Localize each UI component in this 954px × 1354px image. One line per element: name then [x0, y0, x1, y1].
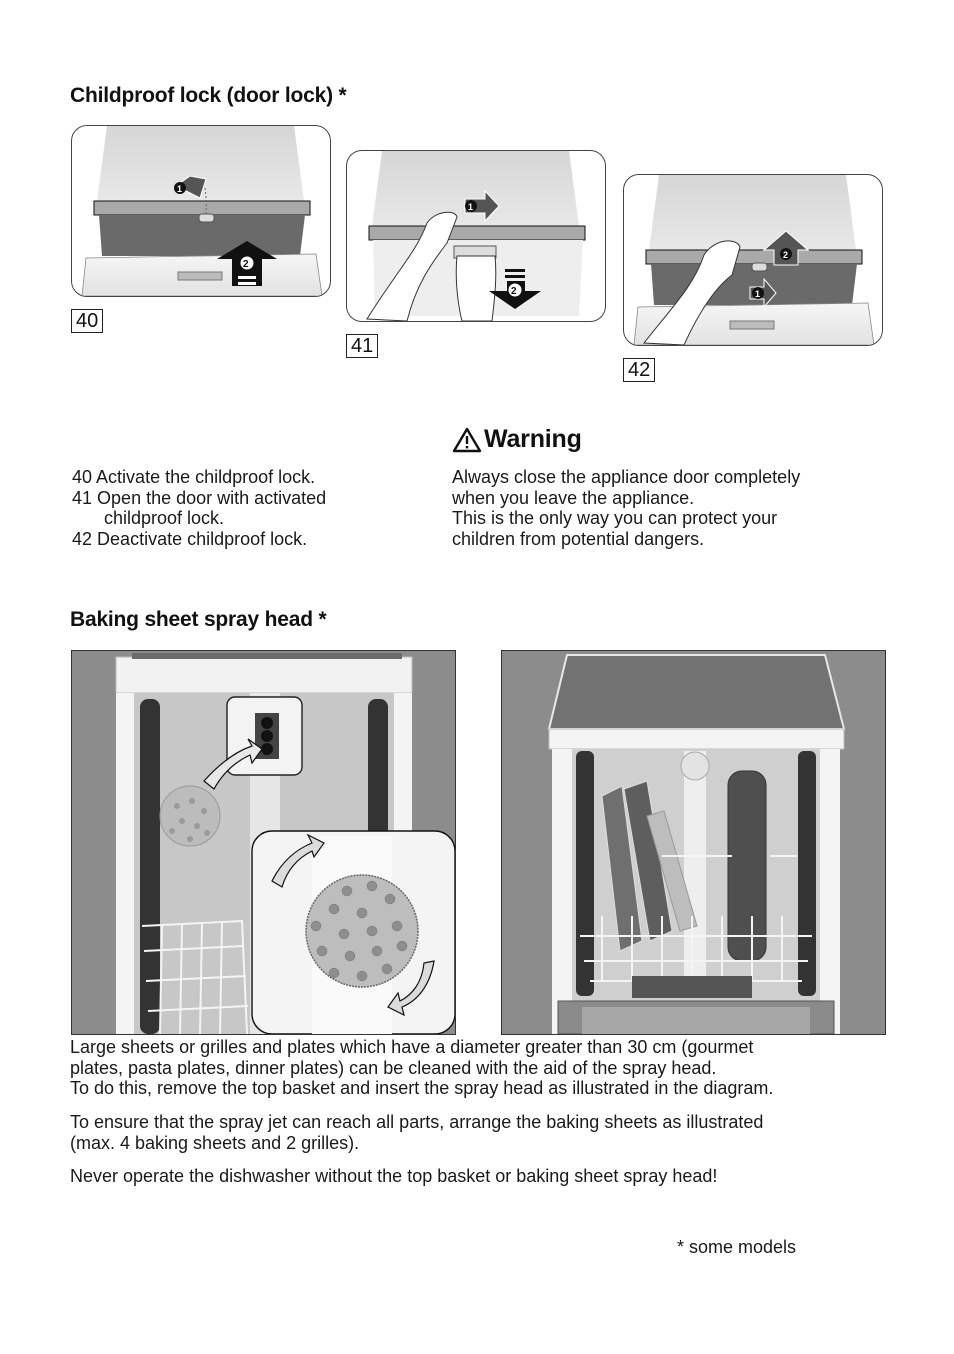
figure-40-illustration: 1 2 [71, 125, 331, 297]
legend-number: 42 [72, 528, 93, 549]
svg-text:1: 1 [755, 289, 760, 299]
legend-item-42: 42 Deactivate childproof lock. [72, 529, 326, 550]
warning-line: children from potential dangers. [452, 528, 705, 549]
footnote-some-models: * some models [677, 1237, 797, 1257]
paragraph-line: Large sheets or grilles and plates which… [70, 1037, 754, 1057]
legend-text: Open the door with activated [97, 487, 327, 508]
dishwasher-lock-deactivate-illustration: 2 1 [633, 175, 875, 345]
legend-number: 40 [72, 467, 93, 487]
warning-body: Always close the appliance door complete… [452, 467, 800, 549]
figure-number-40: 40 [71, 309, 104, 333]
warning-title: Warning [484, 425, 582, 453]
spray-head-insertion-illustration [72, 651, 455, 1034]
legend-text: Activate the childproof lock. [96, 467, 316, 487]
spray-head-insertion-photo [71, 650, 456, 1035]
warning-triangle-icon [452, 427, 482, 452]
svg-text:2: 2 [243, 259, 249, 270]
svg-text:2: 2 [511, 286, 517, 297]
figure-number-41: 41 [346, 334, 379, 358]
figure-legend-list: 40 Activate the childproof lock. 41 Open… [72, 467, 326, 549]
spray-head-paragraph-1: Large sheets or grilles and plates which… [70, 1037, 773, 1099]
legend-item-40: 40 Activate the childproof lock. [72, 467, 326, 488]
baking-sheets-arrangement-photo [501, 650, 886, 1035]
spray-head-paragraph-2: To ensure that the spray jet can reach a… [70, 1112, 763, 1153]
warning-line: This is the only way you can protect you… [452, 508, 778, 528]
svg-text:1: 1 [468, 202, 473, 212]
baking-sheets-loaded-illustration [502, 651, 885, 1034]
legend-item-41: 41 Open the door with activated [72, 488, 326, 509]
paragraph-line: Never operate the dishwasher without the… [70, 1166, 718, 1186]
section-title-childproof-lock: Childproof lock (door lock) * [70, 84, 347, 107]
figure-41-illustration: 1 2 [346, 150, 606, 322]
warning-line: Always close the appliance door complete… [452, 467, 801, 487]
svg-text:2: 2 [783, 250, 788, 260]
figure-42-illustration: 2 1 [623, 174, 883, 346]
paragraph-line: (max. 4 baking sheets and 2 grilles). [70, 1132, 360, 1153]
paragraph-line: To do this, remove the top basket and in… [70, 1078, 774, 1098]
paragraph-line: To ensure that the spray jet can reach a… [70, 1112, 764, 1132]
legend-item-41-continued: childproof lock. [104, 508, 225, 528]
section-title-spray-head: Baking sheet spray head * [70, 608, 327, 631]
warning-heading: Warning [452, 425, 582, 454]
legend-number: 41 [72, 487, 93, 508]
paragraph-line: plates, pasta plates, dinner plates) can… [70, 1057, 717, 1078]
warning-line: when you leave the appliance. [452, 487, 695, 508]
dishwasher-open-door-locked-illustration: 1 2 [366, 151, 586, 321]
spray-head-paragraph-3: Never operate the dishwasher without the… [70, 1166, 717, 1187]
figure-number-42: 42 [623, 358, 656, 382]
dishwasher-lock-activate-illustration: 1 2 [81, 126, 323, 296]
svg-text:1: 1 [177, 184, 182, 194]
legend-text: Deactivate childproof lock. [97, 528, 308, 549]
